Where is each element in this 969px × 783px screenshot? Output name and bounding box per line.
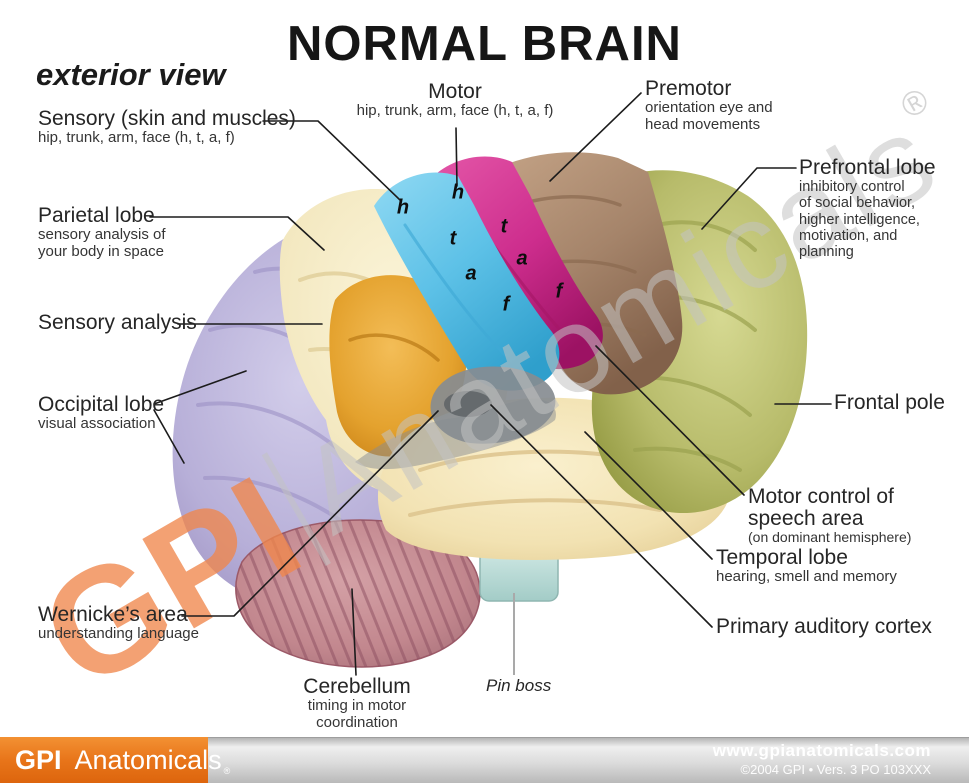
label-sub: understanding language (38, 625, 199, 643)
label-title: Temporal lobe (716, 546, 848, 569)
footer-copyright: ©2004 GPI • Vers. 3 PO 103XXX (740, 762, 931, 777)
label-motor-control-speech: Motor control of speech area (on dominan… (748, 485, 912, 546)
label-sub: (on dominant hemisphere) (748, 529, 912, 546)
label-sensory-skin-muscles: Sensory (skin and muscles) hip, trunk, a… (38, 107, 296, 147)
label-title: Motor control of (748, 485, 894, 508)
label-title: Pin boss (486, 676, 552, 695)
brand-gpi: GPI (15, 744, 62, 775)
label-title: Occipital lobe (38, 393, 165, 416)
label-title: Sensory analysis (38, 311, 197, 334)
sensory-strip-letter-a: a (465, 262, 477, 285)
footer: GPI Anatomicals ® www.gpianatomicals.com… (0, 737, 969, 783)
label-premotor: Premotor orientation eye and head moveme… (645, 77, 773, 134)
footer-info: www.gpianatomicals.com ©2004 GPI • Vers.… (713, 741, 931, 777)
label-title: Prefrontal lobe (799, 156, 936, 179)
label-title: Motor (428, 80, 482, 103)
sensory-strip-letter-t: t (449, 227, 457, 250)
label-title: Cerebellum (303, 675, 411, 698)
label-sub: higher intelligence, (799, 211, 920, 228)
view-label: exterior view (36, 57, 226, 92)
label-cerebellum: Cerebellum timing in motor coordination (303, 675, 411, 732)
label-title: Parietal lobe (38, 204, 155, 227)
footer-brand-logo: GPI Anatomicals ® (0, 737, 230, 783)
label-sub: visual association (38, 415, 156, 433)
label-motor: Motor hip, trunk, arm, face (h, t, a, f) (356, 80, 554, 120)
label-sensory-analysis: Sensory analysis (38, 311, 197, 334)
label-title: Sensory (skin and muscles) (38, 107, 296, 130)
motor-strip-letter-a: a (516, 247, 528, 270)
label-sub: planning (799, 243, 854, 260)
footer-website-url: www.gpianatomicals.com (712, 741, 931, 760)
label-sub: coordination (316, 713, 398, 731)
label-sub: hearing, smell and memory (716, 568, 897, 586)
label-title: Frontal pole (834, 391, 945, 414)
page-title: NORMAL BRAIN (287, 17, 682, 71)
label-sub: of social behavior, (799, 195, 916, 212)
label-sub: orientation eye and (645, 99, 773, 117)
label-sub: inhibitory control (799, 179, 905, 196)
motor-strip-letter-h: h (451, 181, 465, 204)
label-title: Primary auditory cortex (716, 615, 932, 638)
label-wernicke-area: Wernicke’s area understanding language (38, 603, 199, 643)
brand-anatomicals: Anatomicals (74, 744, 222, 775)
label-sub: head movements (645, 115, 761, 133)
label-sub: motivation, and (799, 227, 898, 244)
label-frontal-pole: Frontal pole (834, 391, 945, 414)
sensory-strip-region (374, 172, 560, 391)
label-primary-auditory-cortex: Primary auditory cortex (716, 615, 932, 638)
sensory-strip-letter-f: f (502, 293, 510, 316)
label-sub: your body in space (38, 242, 164, 260)
label-prefrontal-lobe: Prefrontal lobe inhibitory control of so… (799, 156, 936, 260)
label-title: speech area (748, 507, 864, 531)
label-sub: hip, trunk, arm, face (h, t, a, f) (356, 102, 554, 120)
label-sub: hip, trunk, arm, face (h, t, a, f) (38, 129, 235, 147)
motor-strip-letter-f: f (555, 280, 563, 303)
label-title: Wernicke’s area (38, 603, 188, 626)
label-pin-boss: Pin boss (486, 677, 551, 695)
label-parietal-lobe: Parietal lobe sensory analysis of your b… (38, 204, 166, 261)
label-temporal-lobe: Temporal lobe hearing, smell and memory (716, 546, 897, 586)
label-sub: sensory analysis of (38, 226, 166, 244)
motor-strip-letter-t: t (500, 215, 508, 238)
brand-registered-icon: ® (223, 766, 231, 776)
label-sub: timing in motor (307, 697, 407, 715)
sensory-strip-letter-h: h (396, 196, 410, 219)
label-occipital-lobe: Occipital lobe visual association (38, 393, 165, 433)
label-title: Premotor (645, 77, 732, 100)
